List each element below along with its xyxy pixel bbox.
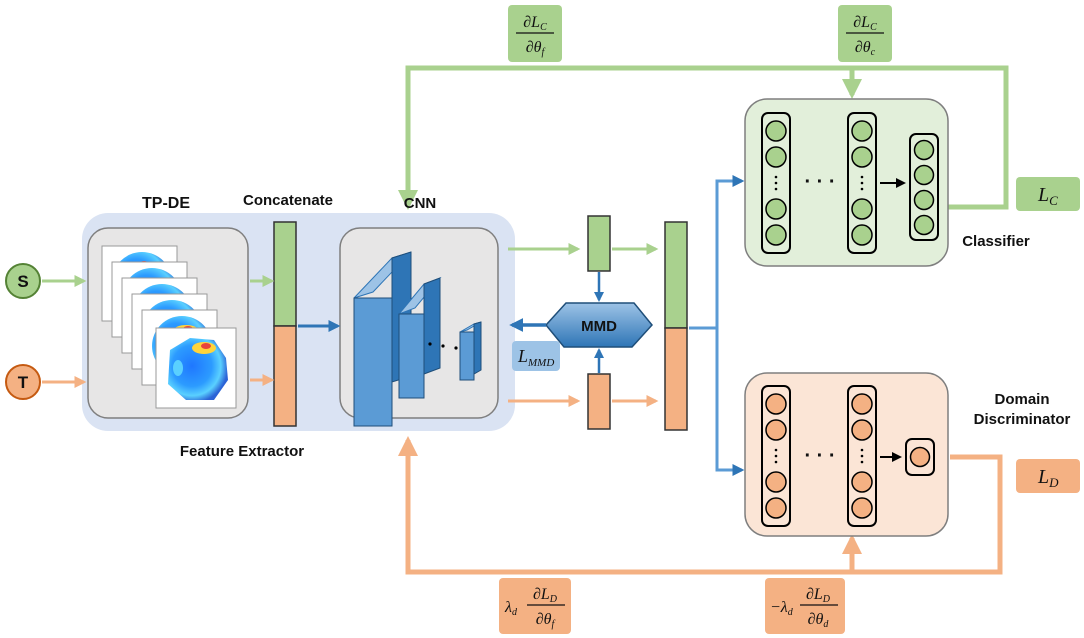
classifier-layer-1 [761, 112, 791, 254]
feature-extractor-label: Feature Extractor [180, 443, 304, 460]
classifier-output-layer [909, 133, 939, 241]
cnn-label: CNN [404, 195, 437, 212]
target-input-node [5, 364, 41, 400]
concat2-bar-target [664, 327, 688, 431]
concatenate-label: Concatenate [243, 192, 333, 209]
svg-text:∂LC: ∂LC [853, 14, 877, 33]
cnn-layers [353, 251, 482, 427]
source-feature-bar [587, 215, 611, 272]
tpde-label: TP-DE [142, 195, 190, 212]
discriminator-label-line1: Domain [994, 391, 1049, 408]
mmd-loss-text: LMMD [517, 346, 554, 369]
svg-text:∂θd: ∂θd [808, 611, 830, 630]
target-feature-bar [587, 373, 611, 430]
svg-text:∂θf: ∂θf [536, 611, 556, 630]
domain-gradient-loop [398, 436, 1003, 575]
mmd-loss-box [512, 341, 560, 371]
domain-loss-box [1016, 459, 1080, 493]
svg-text:−λd: −λd [770, 599, 794, 618]
svg-text:∂LD: ∂LD [806, 586, 831, 605]
classifier-ellipsis: · · · [804, 171, 835, 193]
source-input-label: S [17, 272, 28, 291]
classifier-gradient-loop [398, 65, 1009, 210]
gradient-label-classifier-feature: ∂LC ∂θf [508, 5, 562, 62]
gradient-label-classifier-classifier: ∂LC ∂θc [838, 5, 892, 62]
classifier-loss-box [1016, 177, 1080, 211]
discriminator-panel [744, 372, 949, 537]
gradient-label-domain-discriminator: −λd ∂LD ∂θd [765, 578, 845, 634]
classifier-panel [744, 98, 949, 267]
svg-text:∂LD: ∂LD [533, 586, 558, 605]
discriminator-label-line2: Discriminator [974, 411, 1071, 428]
heatmap-stack [101, 245, 237, 409]
discriminator-ellipsis: · · · [804, 445, 835, 467]
concat2-bar-source [664, 221, 688, 329]
discriminator-layer-2 [847, 385, 877, 527]
fork-down [715, 328, 745, 476]
domain-loss-text: LD [1037, 466, 1059, 490]
fork-up [715, 175, 745, 328]
classifier-loss-text: LC [1037, 184, 1058, 208]
svg-text:∂θf: ∂θf [526, 39, 546, 58]
svg-text:∂LC: ∂LC [523, 14, 547, 33]
classifier-layer-2 [847, 112, 877, 254]
discriminator-output-layer [905, 438, 935, 476]
mmd-node [545, 302, 653, 348]
mmd-label: MMD [581, 318, 617, 335]
gradient-label-domain-feature: λd ∂LD ∂θf [499, 578, 571, 634]
source-input-node [5, 263, 41, 299]
svg-text:∂θc: ∂θc [855, 39, 876, 58]
svg-text:λd: λd [504, 599, 518, 618]
concat-bar-target [273, 325, 297, 427]
discriminator-layer-1 [761, 385, 791, 527]
target-input-label: T [18, 373, 29, 392]
classifier-label: Classifier [962, 233, 1030, 250]
concat-bar-source [273, 221, 297, 327]
